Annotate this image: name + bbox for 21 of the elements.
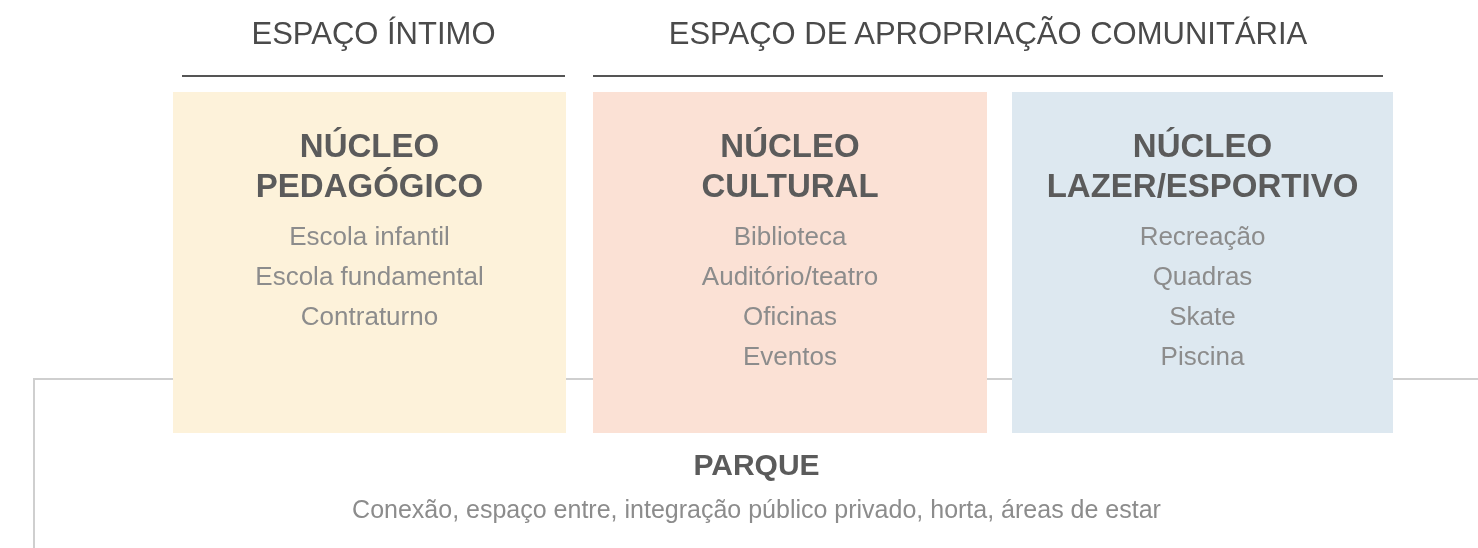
list-item: Oficinas [743, 300, 837, 333]
list-item: Escola fundamental [255, 260, 484, 293]
list-item: Biblioteca [733, 220, 847, 253]
category-box [1012, 92, 1393, 433]
category-box [593, 92, 987, 433]
list-item: Escola infantil [289, 220, 450, 253]
box-heading: NÚCLEO CULTURAL [700, 126, 880, 206]
section-heading: ESPAÇO DE APROPRIAÇÃO COMUNITÁRIA [668, 15, 1308, 53]
frame-heading: PARQUE [693, 447, 820, 483]
list-item: Piscina [1160, 340, 1245, 373]
list-item: Skate [1169, 300, 1236, 333]
list-item: Contraturno [300, 300, 439, 333]
box-heading: NÚCLEO LAZER/ESPORTIVO [1045, 126, 1360, 206]
section-heading: ESPAÇO ÍNTIMO [251, 15, 496, 53]
list-item: Auditório/teatro [701, 260, 879, 293]
list-item: Quadras [1152, 260, 1253, 293]
box-heading: NÚCLEO PEDAGÓGICO [254, 126, 485, 206]
list-item: Recreação [1139, 220, 1266, 253]
frame-description: Conexão, espaço entre, integração público privado, horta, áreas de estar [352, 494, 1161, 525]
category-box [173, 92, 566, 433]
list-item: Eventos [743, 340, 837, 373]
